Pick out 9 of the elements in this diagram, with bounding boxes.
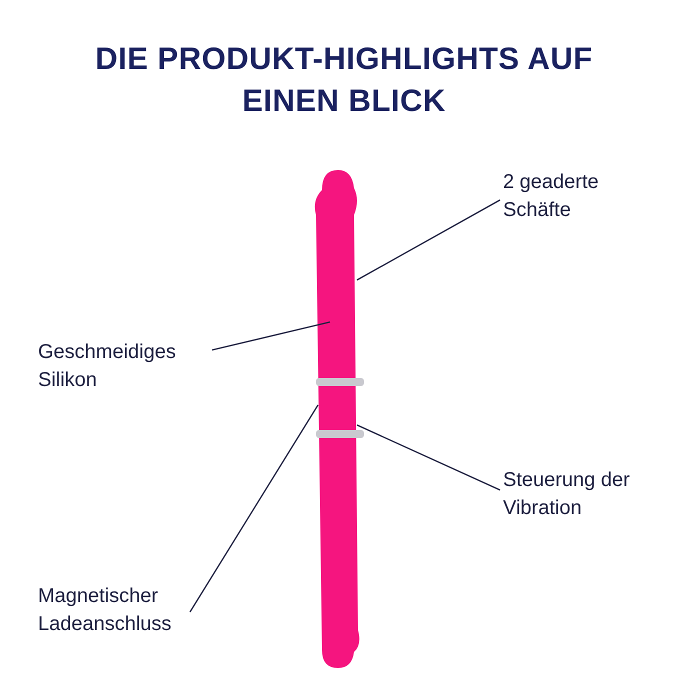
- leader-line: [189, 404, 319, 612]
- callout-label: Steuerung der Vibration: [503, 466, 673, 522]
- callout-label: Magnetischer Ladeanschluss: [38, 582, 228, 638]
- callout-label: 2 geaderte Schäfte: [503, 168, 663, 224]
- leader-line: [356, 199, 500, 281]
- title: DIE PRODUKT-HIGHLIGHTS AUF EINEN BLICK: [94, 40, 594, 120]
- leader-line: [212, 321, 330, 351]
- callout-label: Geschmeidiges Silikon: [38, 338, 218, 394]
- leader-line: [356, 424, 500, 491]
